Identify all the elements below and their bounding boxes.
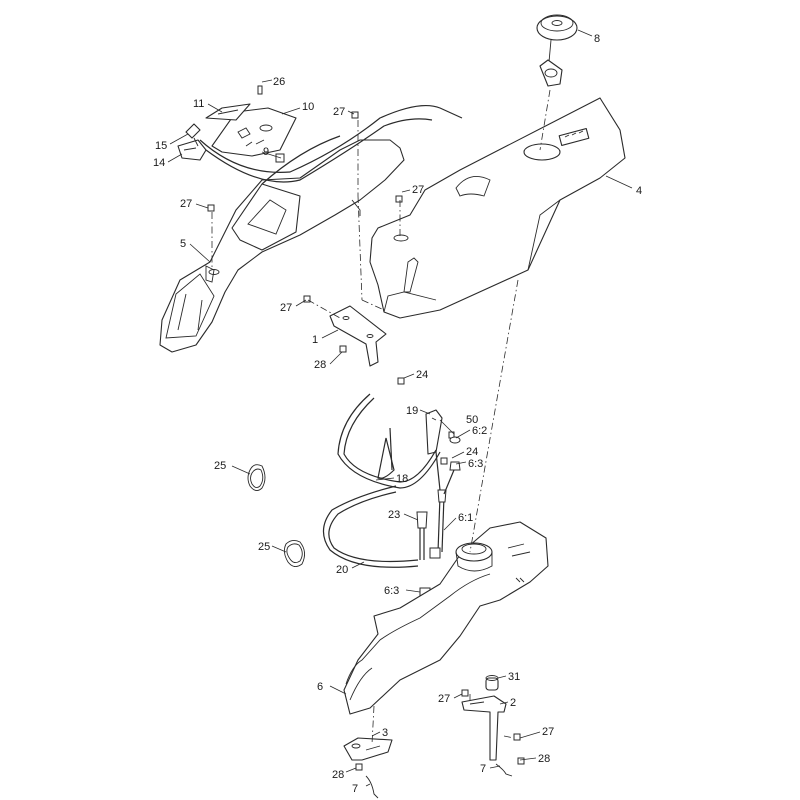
part-8-fuel-cap <box>536 14 578 87</box>
callout-labels: 8 26 11 10 27 15 9 14 4 27 27 5 27 1 28 … <box>153 33 642 795</box>
part-6-2-fitting <box>449 436 461 444</box>
callout-28: 28 <box>314 359 326 371</box>
callout-27: 27 <box>542 726 554 738</box>
callout-27: 27 <box>180 198 192 210</box>
part-3-lower-bracket <box>343 737 393 761</box>
part-25-hose-clamp-upper <box>247 464 266 491</box>
callout-14: 14 <box>153 157 165 169</box>
callout-6-1: 6:1 <box>458 512 473 524</box>
part-14-lever-bracket <box>177 139 207 161</box>
callout-7: 7 <box>480 763 486 775</box>
callout-27: 27 <box>280 302 292 314</box>
callout-26: 26 <box>273 76 285 88</box>
fuel-hoses <box>322 393 455 597</box>
part-19-bracket <box>425 409 443 455</box>
callout-31: 31 <box>508 671 520 683</box>
callout-24: 24 <box>466 446 478 458</box>
hardware-fasteners <box>207 85 525 771</box>
callout-6-3: 6:3 <box>384 585 399 597</box>
callout-5: 5 <box>180 238 186 250</box>
callout-3: 3 <box>382 727 388 739</box>
callout-27: 27 <box>438 693 450 705</box>
assembly-centerlines <box>211 89 551 745</box>
callout-25: 25 <box>214 460 226 472</box>
throttle-cables <box>199 105 463 185</box>
callout-19: 19 <box>406 405 418 417</box>
part-11-decal <box>205 103 251 121</box>
callout-6: 6 <box>317 681 323 693</box>
part-2-mounting-bracket <box>461 695 507 761</box>
callout-7: 7 <box>352 783 358 795</box>
part-4-tank-shroud <box>369 97 626 319</box>
part-7-clip-right <box>495 763 513 777</box>
part-6-fuel-tank <box>343 521 549 715</box>
callout-27: 27 <box>333 106 345 118</box>
part-1-bracket <box>329 305 387 367</box>
callout-9: 9 <box>263 146 269 158</box>
callout-24: 24 <box>416 369 428 381</box>
part-5-side-panel <box>159 139 405 353</box>
callout-6-2: 6:2 <box>472 425 487 437</box>
callout-2: 2 <box>510 697 516 709</box>
callout-20: 20 <box>336 564 348 576</box>
callout-18: 18 <box>396 473 408 485</box>
callout-4: 4 <box>636 185 642 197</box>
callout-25: 25 <box>258 541 270 553</box>
callout-leaders <box>167 29 633 787</box>
callout-6-3: 6:3 <box>468 458 483 470</box>
part-31-rubber-isolator <box>485 675 499 691</box>
part-25-hose-clamp-lower <box>283 539 305 567</box>
callout-15: 15 <box>155 140 167 152</box>
callout-28: 28 <box>538 753 550 765</box>
callout-1: 1 <box>312 334 318 346</box>
callout-50: 50 <box>466 414 478 426</box>
callout-28: 28 <box>332 769 344 781</box>
part-15-knob <box>185 123 201 147</box>
callout-23: 23 <box>388 509 400 521</box>
callout-27: 27 <box>412 184 424 196</box>
callout-10: 10 <box>302 101 314 113</box>
part-7-clip-left <box>365 775 379 799</box>
callout-8: 8 <box>594 33 600 45</box>
callout-11: 11 <box>193 98 204 110</box>
